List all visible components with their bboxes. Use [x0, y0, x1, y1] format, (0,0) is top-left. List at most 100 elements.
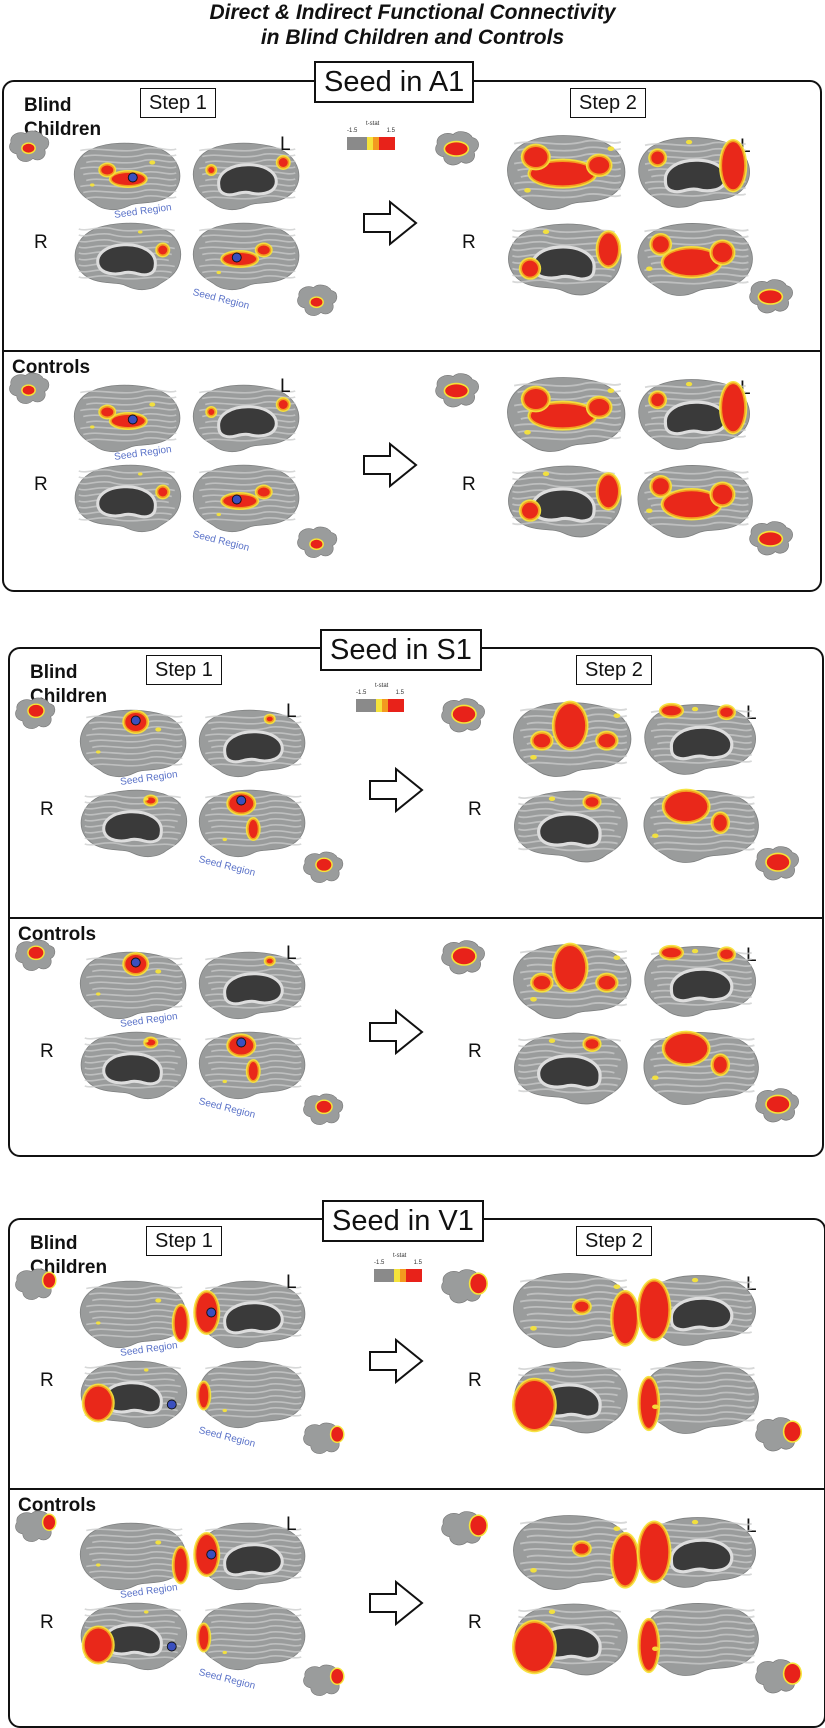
brain-surface-medial — [198, 709, 306, 778]
brain-surface-medial — [644, 944, 756, 1017]
brain-surface-medial — [80, 1360, 188, 1429]
brain-surface-lateral — [192, 464, 300, 533]
arrow-right-icon — [369, 1008, 424, 1056]
colorbar-swatch — [367, 137, 373, 150]
panel-s1-divider — [10, 917, 822, 919]
brain-surface-lateral — [192, 222, 300, 291]
flatmap-inset — [755, 1659, 802, 1694]
brain-surface-medial — [193, 1522, 306, 1591]
brain-surface-medial — [636, 1275, 756, 1346]
flatmap-inset — [15, 1268, 57, 1300]
hemisphere-left-label: L — [280, 376, 291, 397]
brain-surface-lateral — [79, 1522, 190, 1591]
figure-title-line1: Direct & Indirect Functional Connectivit… — [209, 1, 616, 24]
brain-surface-lateral — [637, 223, 753, 296]
flatmap-inset — [15, 939, 56, 971]
panel-v1-divider — [10, 1488, 824, 1490]
flatmap-inset — [303, 1664, 345, 1696]
colorbar-swatch — [394, 1269, 400, 1282]
flatmap-inset — [435, 373, 479, 408]
brain-surface-medial — [508, 465, 622, 538]
step1-label: Step 1 — [146, 1226, 222, 1256]
brain-surface-lateral — [198, 789, 306, 858]
brain-surface-lateral — [513, 942, 632, 1019]
flatmap-inset — [755, 1417, 802, 1452]
colorbar-swatch — [400, 1269, 406, 1282]
brain-surface-lateral — [637, 1603, 759, 1676]
flatmap-inset — [15, 697, 56, 729]
group-label-blind: Blind Children — [30, 662, 108, 707]
flatmap-inset — [303, 1093, 344, 1125]
brain-surface-lateral — [513, 1273, 641, 1348]
panel-s1-seed-title: Seed in S1 — [320, 629, 482, 671]
brain-surface-medial — [636, 1517, 756, 1588]
hemisphere-right-label: R — [40, 1370, 54, 1391]
hemisphere-right-label: R — [34, 474, 48, 495]
hemisphere-left-label: L — [740, 378, 751, 399]
brain-surface-lateral — [79, 951, 187, 1020]
step2-label: Step 2 — [570, 88, 646, 118]
arrow-right-icon — [363, 199, 418, 247]
hemisphere-left-label: L — [286, 701, 297, 722]
arrow-right-icon — [369, 1579, 424, 1627]
brain-surface-medial — [508, 223, 622, 296]
flatmap-inset — [749, 279, 793, 314]
flatmap-inset — [441, 940, 485, 975]
group-label-blind: Blind Children — [24, 95, 102, 140]
flatmap-inset — [297, 526, 338, 558]
brain-surface-lateral — [196, 1360, 306, 1429]
hemisphere-left-label: L — [746, 1516, 757, 1537]
hemisphere-right-label: R — [34, 232, 48, 253]
colorbar-swatch — [347, 137, 367, 150]
brain-surface-lateral — [507, 377, 626, 452]
brain-surface-lateral — [643, 1030, 759, 1105]
arrow-right-icon — [369, 1337, 424, 1385]
brain-surface-medial — [80, 1602, 188, 1671]
brain-surface-lateral — [637, 1361, 759, 1434]
hemisphere-right-label: R — [40, 799, 54, 820]
hemisphere-left-label: L — [746, 703, 757, 724]
brain-surface-medial — [512, 1361, 628, 1434]
hemisphere-right-label: R — [40, 1041, 54, 1062]
brain-surface-medial — [644, 702, 756, 775]
brain-surface-lateral — [196, 1602, 306, 1671]
panel-a1-divider — [4, 350, 820, 352]
hemisphere-right-label: R — [468, 1612, 482, 1633]
step2-label: Step 2 — [576, 655, 652, 685]
step1-label: Step 1 — [146, 655, 222, 685]
colorbar-swatch — [382, 699, 388, 712]
brain-surface-medial — [192, 384, 300, 453]
colorbar-swatch — [373, 137, 379, 150]
panel-a1-seed-title: Seed in A1 — [314, 61, 475, 103]
flatmap-inset — [441, 698, 485, 733]
brain-surface-lateral — [198, 1031, 306, 1100]
brain-surface-medial — [198, 951, 306, 1020]
hemisphere-right-label: R — [40, 1612, 54, 1633]
brain-surface-lateral — [643, 788, 759, 863]
hemisphere-right-label: R — [468, 799, 482, 820]
hemisphere-right-label: R — [462, 474, 476, 495]
brain-surface-medial — [514, 790, 628, 863]
hemisphere-left-label: L — [286, 1272, 297, 1293]
colorbar-min-label: -1.5 — [347, 128, 358, 134]
brain-surface-medial — [74, 222, 182, 291]
colorbar-swatch — [374, 1269, 394, 1282]
brain-surface-medial — [514, 1032, 628, 1105]
brain-surface-medial — [512, 1603, 628, 1676]
brain-surface-medial — [192, 142, 300, 211]
brain-surface-medial — [74, 464, 182, 533]
hemisphere-left-label: L — [286, 1514, 297, 1535]
arrow-right-icon — [369, 766, 424, 814]
flatmap-inset — [755, 846, 799, 881]
brain-surface-medial — [80, 1031, 188, 1100]
step1-label: Step 1 — [140, 88, 216, 118]
brain-surface-lateral — [73, 384, 181, 453]
flatmap-inset — [749, 521, 793, 556]
colorbar-max-label: 1.5 — [395, 690, 404, 696]
flatmap-inset — [435, 131, 479, 166]
flatmap-inset — [303, 1422, 345, 1454]
colorbar-max-label: 1.5 — [413, 1260, 422, 1266]
